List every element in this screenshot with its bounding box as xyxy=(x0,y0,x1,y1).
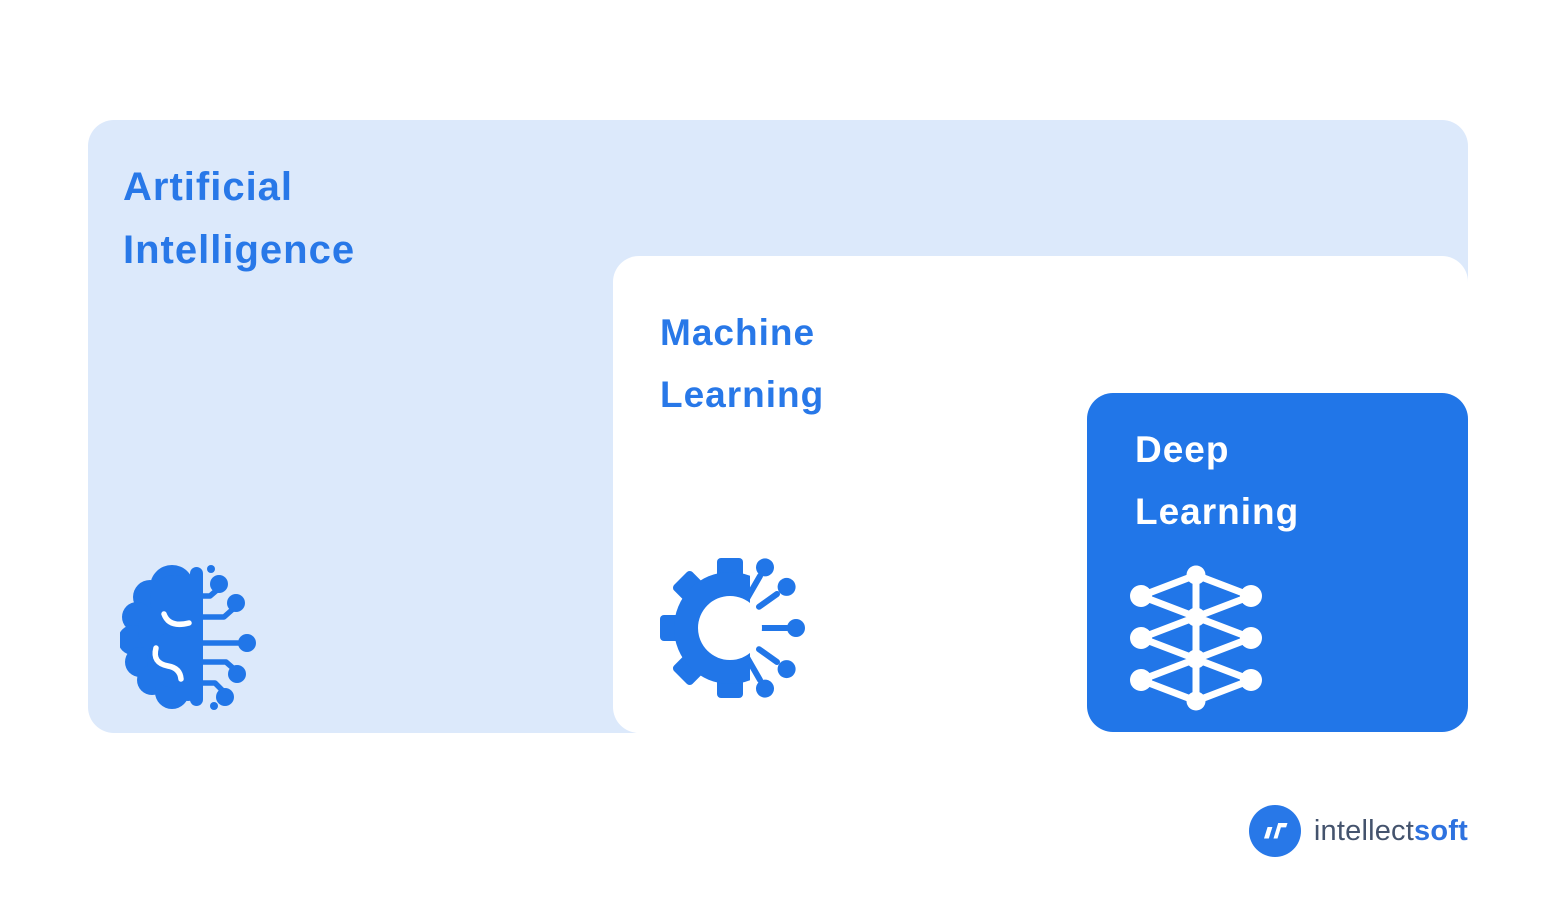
dl-box: Deep Learning xyxy=(1087,393,1468,732)
ai-title: Artificial Intelligence xyxy=(123,156,355,282)
brand-text-regular: intellect xyxy=(1313,814,1415,847)
ml-title: Machine Learning xyxy=(660,302,824,426)
ml-title-line2: Learning xyxy=(660,374,825,415)
dl-title-line1: Deep xyxy=(1135,429,1230,470)
ml-title-line1: Machine xyxy=(660,312,816,353)
ai-title-line1: Artificial xyxy=(123,165,294,209)
brand-text-bold: soft xyxy=(1414,814,1468,847)
ai-title-line2: Intelligence xyxy=(123,228,356,272)
dl-title: Deep Learning xyxy=(1135,419,1299,543)
neural-network-icon xyxy=(1130,565,1262,711)
brand-footer: intellectsoft xyxy=(1248,805,1468,857)
gear-circuit-icon xyxy=(660,558,805,698)
brain-circuit-icon xyxy=(120,565,256,710)
dl-title-line2: Learning xyxy=(1135,491,1300,532)
brand-text: intellectsoft xyxy=(1314,815,1468,848)
intellectsoft-logo-icon xyxy=(1248,805,1301,857)
